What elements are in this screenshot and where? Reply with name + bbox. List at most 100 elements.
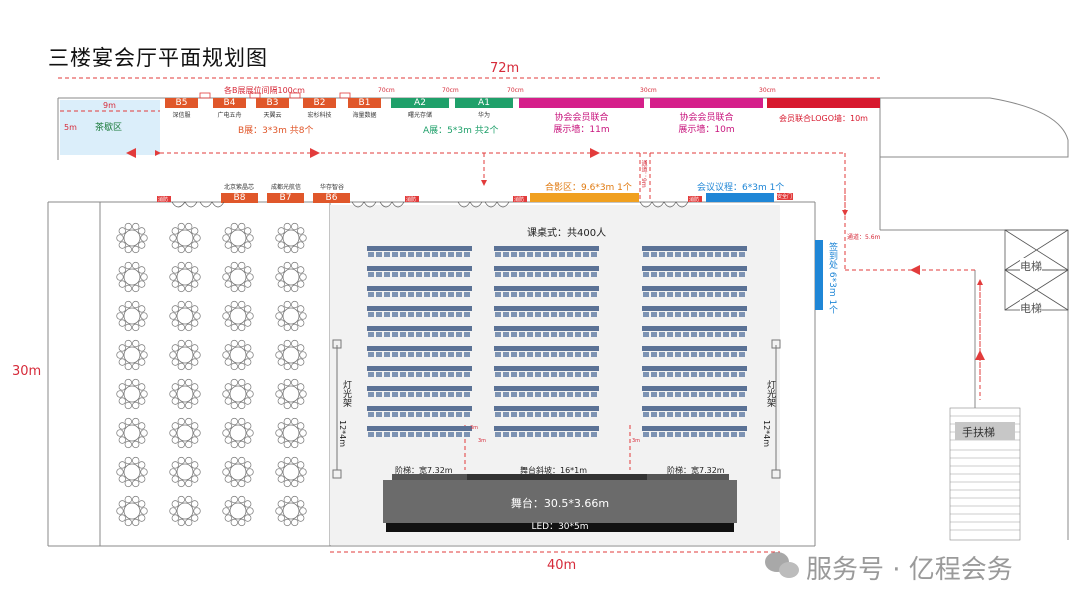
b-spacing-note: 各B展展位间隔100cm bbox=[224, 86, 305, 95]
seat-row bbox=[642, 246, 747, 257]
seat-row bbox=[367, 286, 472, 297]
signin-label: 签到处 6*3m 1个 bbox=[827, 242, 837, 315]
seat-row bbox=[367, 406, 472, 417]
height-30m-label: 30m bbox=[12, 364, 42, 379]
b-summary: B展：3*3m 共8个 bbox=[238, 126, 314, 136]
round-table bbox=[116, 378, 148, 410]
booth-b4: B4 bbox=[223, 98, 236, 108]
booth-b6: B6 bbox=[325, 193, 338, 203]
seat-row bbox=[367, 346, 472, 357]
round-table bbox=[222, 495, 254, 527]
seat-row bbox=[494, 366, 599, 377]
light-rack-right-name: 灯光架 bbox=[765, 380, 775, 407]
seat-row bbox=[642, 266, 747, 277]
light-rack-left-size: 12*4m bbox=[338, 420, 347, 448]
round-table bbox=[275, 339, 307, 371]
tea-area-label: 茶歇区 bbox=[95, 123, 123, 133]
wall-2-line2: 展示墙：10m bbox=[678, 125, 735, 135]
wechat-logo-icon bbox=[765, 552, 799, 578]
light-rack-right: 灯光架 bbox=[764, 380, 777, 407]
round-table bbox=[222, 456, 254, 488]
seat-row bbox=[367, 326, 472, 337]
round-table bbox=[116, 222, 148, 254]
booth-b2-name: 宏杉科技 bbox=[307, 112, 332, 119]
round-table bbox=[222, 378, 254, 410]
booth-b8: B8 bbox=[233, 193, 246, 203]
stairs-left-label: 阶梯：宽7.32m bbox=[395, 466, 453, 475]
seat-row bbox=[642, 386, 747, 397]
seat-row bbox=[367, 426, 472, 437]
elevator-2-label: 电梯 bbox=[1020, 300, 1042, 316]
seat-row bbox=[494, 246, 599, 257]
booth-b6-name: 华存智谷 bbox=[319, 184, 344, 191]
seat-row bbox=[494, 286, 599, 297]
led-label: LED：30*5m bbox=[531, 522, 589, 532]
seat-row bbox=[642, 366, 747, 377]
round-table bbox=[222, 261, 254, 293]
seat-row bbox=[494, 406, 599, 417]
seat-row bbox=[367, 246, 472, 257]
booth-a1-name: 华为 bbox=[477, 112, 490, 119]
logo-wall-label: 会员联合LOGO墙：10m bbox=[779, 114, 868, 123]
gap-label-4: 30cm bbox=[640, 87, 657, 94]
round-table bbox=[222, 222, 254, 254]
round-table bbox=[116, 300, 148, 332]
ramp-label: 舞台斜坡：16*1m bbox=[520, 466, 588, 475]
seat-row bbox=[494, 306, 599, 317]
wall-1-line1: 协会会员联合 bbox=[554, 113, 609, 123]
round-table bbox=[275, 378, 307, 410]
wall-2-label: 协会会员联合 展示墙：10m bbox=[650, 112, 763, 136]
round-table bbox=[116, 417, 148, 449]
channel-5-6m-label: 通道：5.6m bbox=[847, 234, 881, 241]
wall-1-label: 协会会员联合 展示墙：11m bbox=[519, 112, 644, 136]
wall-1-line2: 展示墙：11m bbox=[553, 125, 610, 135]
round-table bbox=[169, 300, 201, 332]
seat-row bbox=[494, 386, 599, 397]
seat-row bbox=[367, 306, 472, 317]
seat-row bbox=[494, 346, 599, 357]
seat-row bbox=[367, 366, 472, 377]
fire-exit-3: 消防 bbox=[514, 197, 525, 203]
booth-b7: B7 bbox=[279, 193, 292, 203]
gap-3m-1: 3m bbox=[470, 425, 479, 431]
seat-row bbox=[642, 406, 747, 417]
booth-b4-name: 广电五舟 bbox=[217, 112, 242, 119]
gap-3m-2: 3m bbox=[478, 438, 487, 444]
inner-booths bbox=[157, 193, 823, 310]
round-table bbox=[275, 456, 307, 488]
elevator-1-label: 电梯 bbox=[1020, 258, 1042, 274]
round-table bbox=[169, 222, 201, 254]
round-table bbox=[169, 456, 201, 488]
round-table bbox=[169, 378, 201, 410]
booth-b2: B2 bbox=[313, 98, 326, 108]
a-summary: A展：5*3m 共2个 bbox=[423, 126, 499, 136]
booth-b3: B3 bbox=[266, 98, 279, 108]
booth-b1: B1 bbox=[358, 98, 371, 108]
page-title: 三楼宴会厅平面规划图 bbox=[48, 46, 268, 70]
round-table bbox=[169, 339, 201, 371]
round-table bbox=[116, 456, 148, 488]
seat-row bbox=[642, 286, 747, 297]
booth-b7-name: 成都光航信 bbox=[270, 184, 301, 191]
booth-b5-name: 深信服 bbox=[172, 112, 191, 119]
gap-label-2: 70cm bbox=[442, 87, 459, 94]
booth-b1-name: 海量数据 bbox=[352, 112, 377, 119]
safe-exit-label: 安全门 bbox=[777, 194, 793, 200]
channel-9m-label: 通道：9m bbox=[640, 160, 647, 188]
booth-b3-name: 天翼云 bbox=[263, 112, 282, 119]
seat-row bbox=[494, 266, 599, 277]
light-rack-left: 灯光架 bbox=[340, 380, 353, 407]
round-table bbox=[116, 339, 148, 371]
round-table bbox=[169, 495, 201, 527]
round-tables bbox=[116, 222, 307, 527]
seat-row bbox=[642, 426, 747, 437]
width-40m-label: 40m bbox=[547, 558, 577, 573]
escalator-label: 手扶梯 bbox=[962, 426, 995, 439]
photo-area-label: 合影区：9.6*3m 1个 bbox=[545, 183, 632, 193]
round-table bbox=[275, 300, 307, 332]
round-table bbox=[275, 222, 307, 254]
round-table bbox=[116, 495, 148, 527]
watermark-text: 服务号 · 亿程会务 bbox=[806, 555, 1013, 585]
tea-height-label: 5m bbox=[64, 123, 77, 132]
booth-a1: A1 bbox=[478, 98, 490, 108]
